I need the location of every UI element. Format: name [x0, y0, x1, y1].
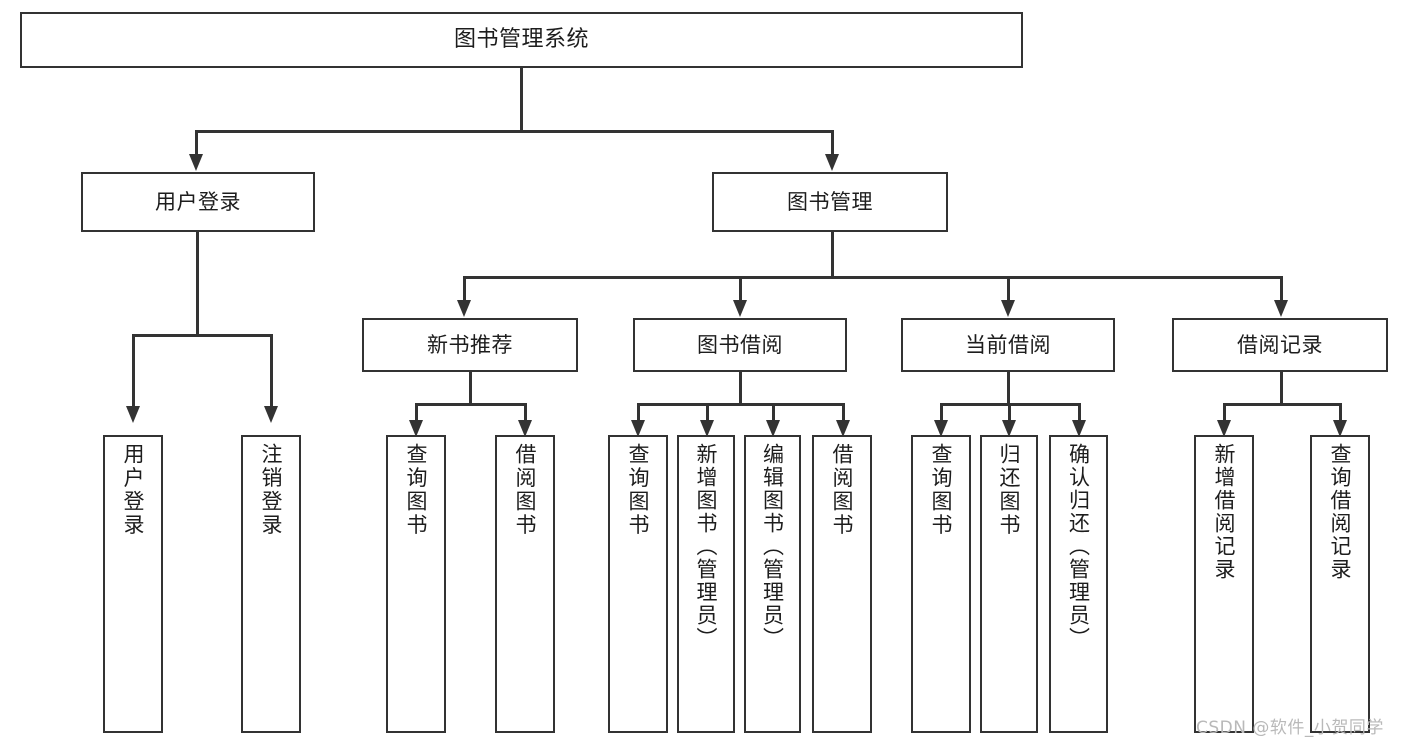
arrowhead-icon [766, 420, 780, 437]
node-label: 图书管理系统 [453, 27, 589, 53]
watermark-text: CSDN @软件_小贺同学 [1196, 718, 1384, 738]
node-label: 图书管理 [787, 189, 873, 214]
edge-root-stem [520, 68, 523, 131]
node-book-borrow[interactable]: 图书借阅 [633, 318, 847, 372]
leaf-user-login[interactable]: 用户登录 [103, 435, 163, 733]
leaf-return-book[interactable]: 归还图书 [980, 435, 1038, 733]
leaf-query-borrow-record[interactable]: 查询借阅记录 [1310, 435, 1370, 733]
edge-new-book-stem [469, 372, 472, 405]
edge-to-leaf [415, 403, 418, 423]
node-root-library-system[interactable]: 图书管理系统 [20, 12, 1023, 68]
node-borrow-record[interactable]: 借阅记录 [1172, 318, 1388, 372]
node-new-book-recommend[interactable]: 新书推荐 [362, 318, 578, 372]
leaf-edit-book-admin[interactable]: 编辑图书（管理员） [744, 435, 801, 733]
edge-to-user-login-leaf [132, 334, 135, 408]
edge-borrow-record-stem [1280, 372, 1283, 405]
leaf-add-book-admin[interactable]: 新增图书（管理员） [677, 435, 735, 733]
edge-level2-bus [464, 276, 1283, 279]
arrowhead-icon [700, 420, 714, 437]
node-label: 用户登录 [121, 443, 146, 537]
edge-to-current-borrow [1007, 276, 1010, 302]
node-label: 借阅记录 [1237, 332, 1323, 357]
edge-to-leaf [1008, 403, 1011, 423]
edge-to-book-manage [831, 130, 834, 156]
edge-to-user-login [195, 130, 198, 156]
node-label: 归还图书 [997, 443, 1022, 537]
node-label: 当前借阅 [965, 332, 1051, 357]
node-label: 确认归还（管理员） [1066, 443, 1091, 650]
arrowhead-icon [264, 406, 278, 423]
leaf-confirm-return-admin[interactable]: 确认归还（管理员） [1049, 435, 1108, 733]
edge-to-leaf [1339, 403, 1342, 423]
edge-new-book-bus [416, 403, 526, 406]
edge-to-leaf [637, 403, 640, 423]
leaf-query-book-recommend[interactable]: 查询图书 [386, 435, 446, 733]
edge-to-borrow-record [1280, 276, 1283, 302]
arrowhead-icon [1072, 420, 1086, 437]
edge-to-new-book [463, 276, 466, 302]
leaf-add-borrow-record[interactable]: 新增借阅记录 [1194, 435, 1254, 733]
node-label: 查询借阅记录 [1328, 443, 1353, 581]
arrowhead-icon [825, 154, 839, 171]
node-label: 注销登录 [259, 443, 284, 537]
edge-current-borrow-bus [941, 403, 1080, 406]
arrowhead-icon [631, 420, 645, 437]
arrowhead-icon [189, 154, 203, 171]
arrowhead-icon [518, 420, 532, 437]
arrowhead-icon [1333, 420, 1347, 437]
edge-user-login-bus [133, 334, 272, 337]
node-label: 新书推荐 [427, 332, 513, 357]
edge-to-leaf [706, 403, 709, 423]
leaf-borrow-book-recommend[interactable]: 借阅图书 [495, 435, 555, 733]
edge-to-leaf [524, 403, 527, 423]
edge-to-logout-leaf [270, 334, 273, 408]
edge-to-leaf [1078, 403, 1081, 423]
edge-current-borrow-stem [1007, 372, 1010, 405]
leaf-query-book-current[interactable]: 查询图书 [911, 435, 971, 733]
node-label: 借阅图书 [830, 443, 855, 537]
arrowhead-icon [733, 300, 747, 317]
edge-user-login-stem [196, 232, 199, 336]
leaf-query-book-borrow[interactable]: 查询图书 [608, 435, 668, 733]
edge-to-leaf [842, 403, 845, 423]
node-user-login[interactable]: 用户登录 [81, 172, 315, 232]
arrowhead-icon [126, 406, 140, 423]
arrowhead-icon [934, 420, 948, 437]
node-label: 查询图书 [404, 443, 429, 537]
leaf-borrow-book[interactable]: 借阅图书 [812, 435, 872, 733]
node-label: 查询图书 [626, 443, 651, 537]
edge-book-borrow-bus [638, 403, 845, 406]
edge-to-leaf [772, 403, 775, 423]
node-book-management[interactable]: 图书管理 [712, 172, 948, 232]
node-label: 编辑图书（管理员） [760, 443, 785, 650]
node-label: 新增借阅记录 [1212, 443, 1237, 581]
arrowhead-icon [409, 420, 423, 437]
node-label: 查询图书 [929, 443, 954, 537]
arrowhead-icon [457, 300, 471, 317]
node-current-borrow[interactable]: 当前借阅 [901, 318, 1115, 372]
arrowhead-icon [1002, 420, 1016, 437]
node-label: 用户登录 [155, 189, 241, 214]
edge-to-leaf [1223, 403, 1226, 423]
edge-to-leaf [940, 403, 943, 423]
edge-to-book-borrow [739, 276, 742, 302]
node-label: 图书借阅 [697, 332, 783, 357]
edge-level1-bus [196, 130, 833, 133]
arrowhead-icon [1274, 300, 1288, 317]
arrowhead-icon [836, 420, 850, 437]
arrowhead-icon [1217, 420, 1231, 437]
node-label: 借阅图书 [513, 443, 538, 537]
leaf-logout[interactable]: 注销登录 [241, 435, 301, 733]
edge-book-borrow-stem [739, 372, 742, 405]
edge-borrow-record-bus [1224, 403, 1340, 406]
arrowhead-icon [1001, 300, 1015, 317]
edge-book-manage-stem [831, 232, 834, 278]
node-label: 新增图书（管理员） [694, 443, 719, 650]
